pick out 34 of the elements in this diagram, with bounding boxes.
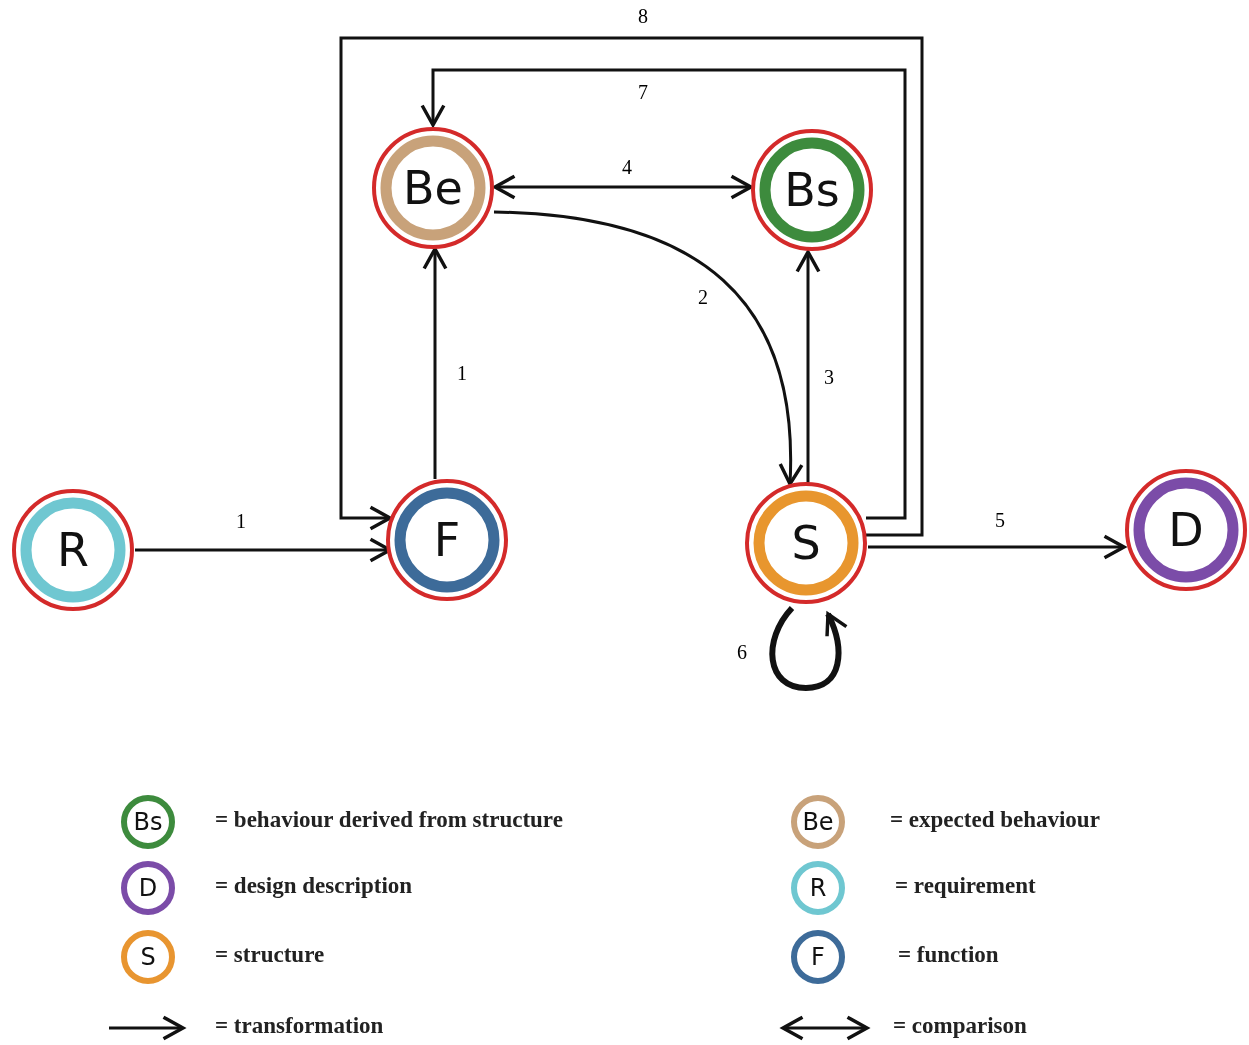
arrow (422, 247, 448, 479)
arrow (769, 606, 848, 691)
arrow (339, 36, 924, 537)
arrow (795, 250, 821, 483)
node-label: Bs (783, 167, 841, 213)
arrow (868, 534, 1126, 560)
arrow (420, 68, 907, 520)
arrow (493, 210, 803, 486)
legend-circle-icon: Be (789, 793, 847, 851)
legend-text: = requirement (895, 873, 1036, 899)
arrow (493, 174, 753, 200)
legend-text: = comparison (893, 1013, 1027, 1039)
legend-text: = behaviour derived from structure (215, 807, 563, 833)
legend-text: = expected behaviour (890, 807, 1100, 833)
node-label: S (790, 520, 822, 566)
node-circle (371, 126, 495, 250)
legend-text: = transformation (215, 1013, 384, 1039)
legend-circle-icon: Bs (119, 793, 177, 851)
legend-text: = function (898, 942, 999, 968)
node-circle (744, 481, 868, 605)
legend-circle-icon: S (119, 928, 177, 986)
node-label: R (56, 527, 90, 573)
node-circle (385, 478, 509, 602)
legend-circle-icon: F (789, 928, 847, 986)
node-label: D (1167, 507, 1205, 553)
legend-circle-icon: R (789, 859, 847, 917)
node-circle (750, 128, 874, 252)
node-label: Be (402, 165, 464, 211)
legend-text: = structure (215, 942, 325, 968)
node-label: F (432, 517, 462, 563)
legend-circle-icon: D (119, 859, 177, 917)
node-circle (1124, 468, 1248, 592)
legend-text: = design description (215, 873, 413, 899)
node-circle (11, 488, 135, 612)
